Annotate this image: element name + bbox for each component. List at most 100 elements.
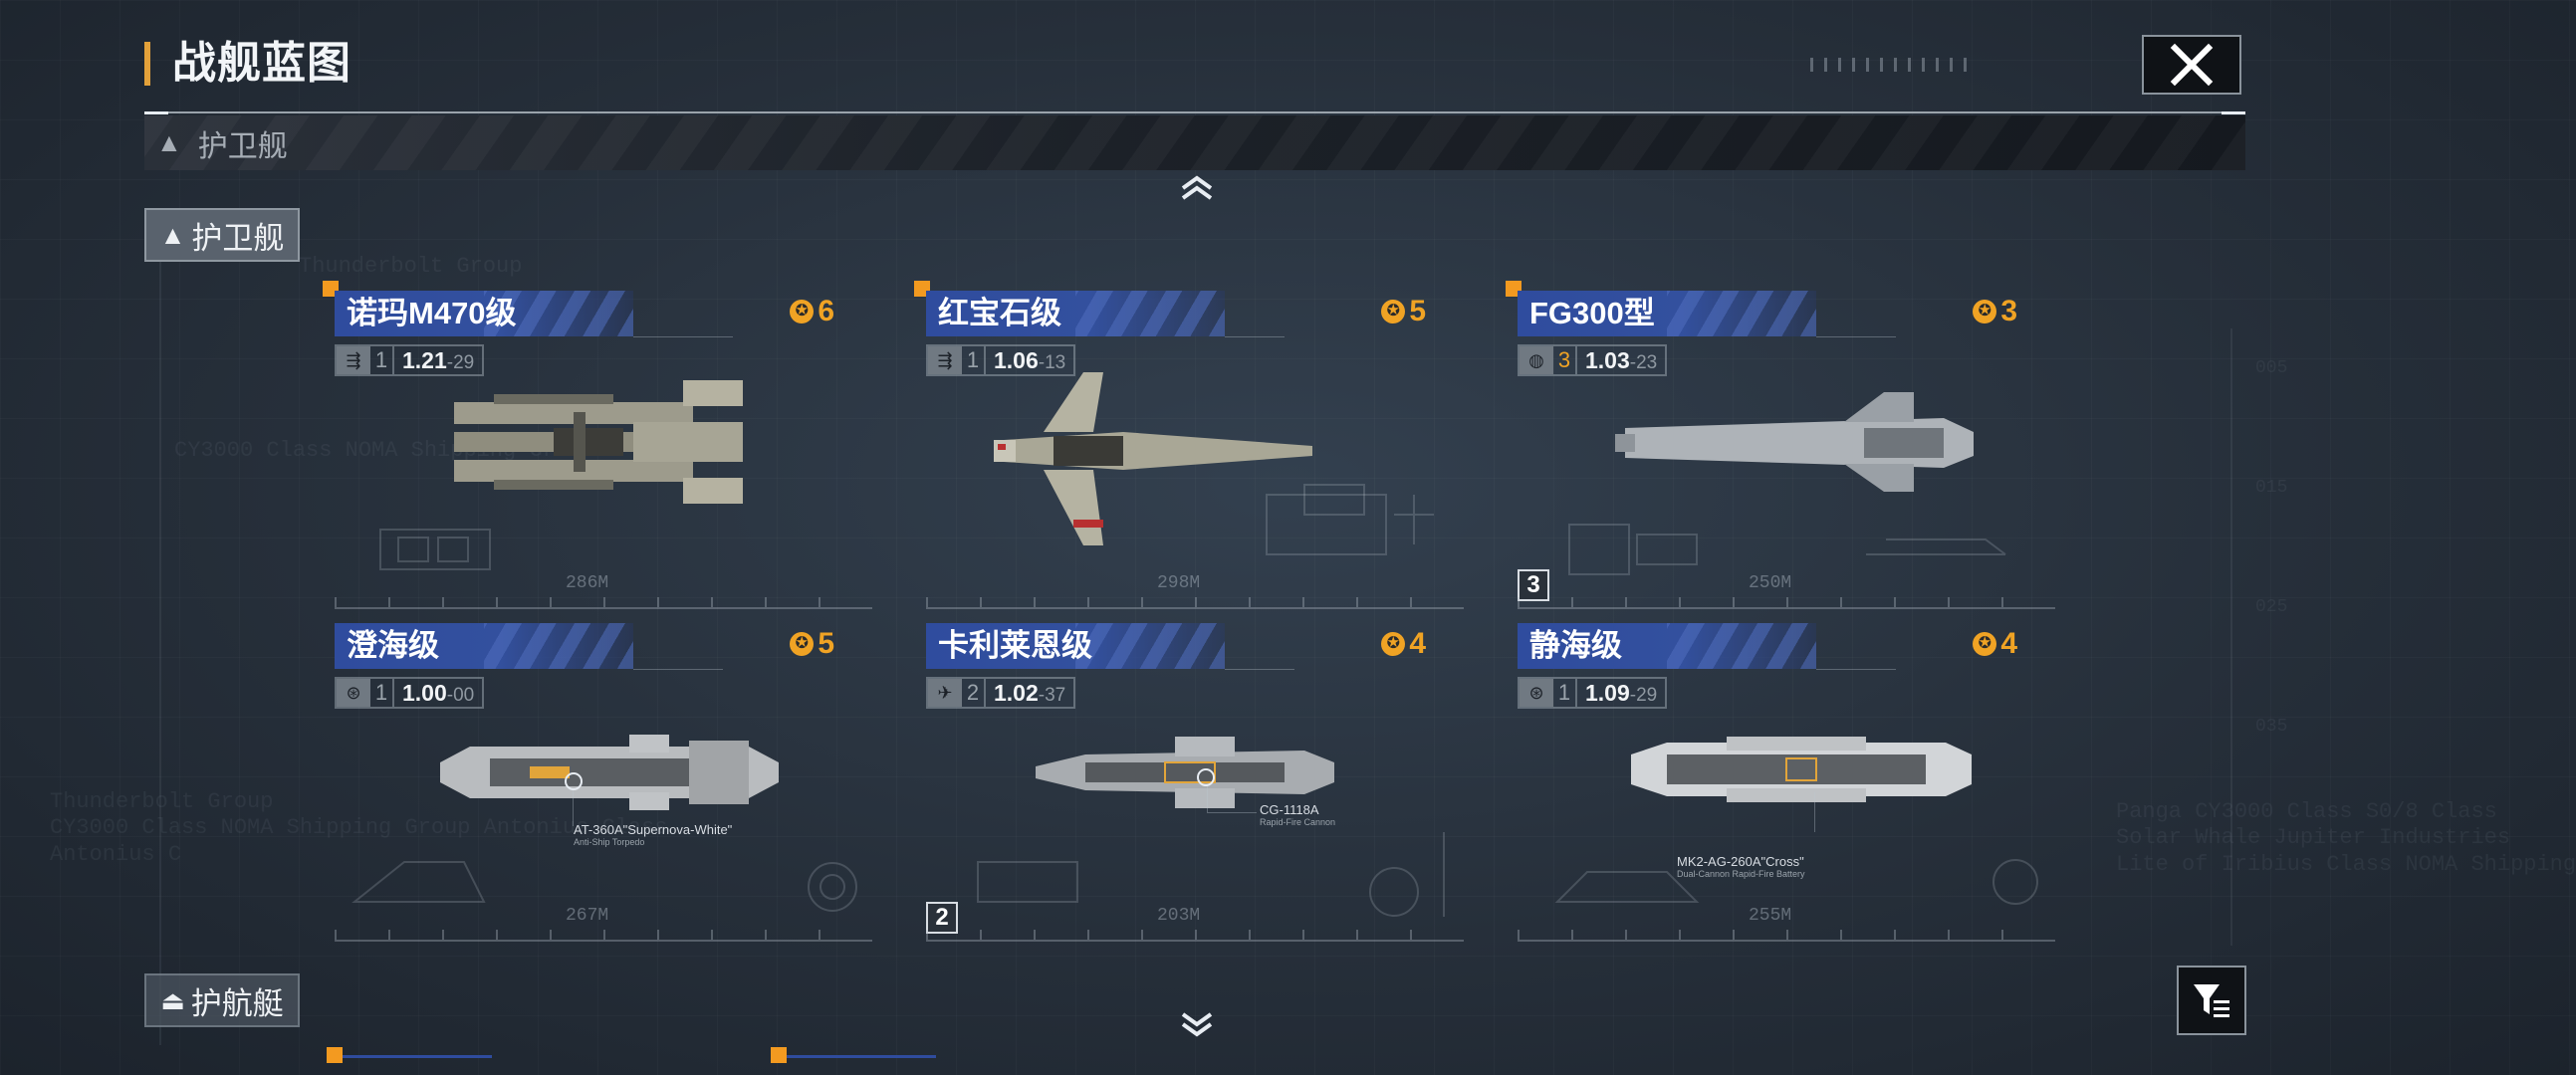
- side-tab-label: 护卫舰: [191, 220, 285, 256]
- background-scale-label: 035: [2255, 717, 2288, 737]
- command-points-icon: ✪: [1381, 632, 1406, 656]
- ship-card[interactable]: 澄海级 ✪5 ⊛ 1 1.00-00 AT-360A"Supernova-Whi…: [335, 623, 872, 942]
- command-points-icon: ✪: [1973, 632, 1997, 656]
- ship-length: 255M: [1749, 906, 1792, 926]
- aircraft-icon: ✈: [928, 679, 962, 707]
- side-tab-frigate[interactable]: ▲ 护卫舰: [144, 208, 300, 262]
- command-points-icon: ✪: [790, 300, 815, 323]
- ship-points: ✪5: [790, 627, 834, 661]
- background-text: Thunderbolt Group CY3000 Class NOMA Ship…: [50, 789, 668, 867]
- ship-tier: 1: [1553, 679, 1577, 707]
- ship-name: 静海级: [1529, 628, 1622, 663]
- escort-icon: ⏏: [160, 984, 185, 1015]
- background-scale-label: 015: [2255, 478, 2288, 498]
- ship-count: 3: [1518, 569, 1549, 601]
- leader-line: [1225, 669, 1294, 670]
- ship-name-bar: [787, 1055, 936, 1058]
- weapon-label: MK2-AG-260A"Cross" Dual-Cannon Rapid-Fir…: [1677, 854, 1805, 879]
- ship-card[interactable]: 红宝石级 ✪5 ⇶ 1 1.06-13 298M: [914, 281, 1464, 609]
- ship-name: 红宝石级: [938, 296, 1061, 330]
- weapon-leader-line: [1814, 792, 1815, 832]
- category-banner[interactable]: ▲ 护卫舰: [144, 115, 2245, 170]
- command-points-icon: ✪: [1973, 300, 1997, 323]
- length-ruler: [1518, 922, 2055, 942]
- filter-button[interactable]: [2177, 966, 2246, 1035]
- scroll-down-button[interactable]: [1175, 1007, 1219, 1041]
- ship-image: [454, 380, 743, 504]
- ship-card[interactable]: 诺玛M470级 ✪6 ⇶ 1 1.21-29 286M: [323, 281, 872, 609]
- header-divider-corner: [144, 111, 168, 114]
- background-text: Thunderbolt Group: [299, 254, 523, 279]
- ship-name-bar: [926, 623, 1225, 669]
- ship-length: 250M: [1749, 573, 1792, 593]
- ship-tier: 1: [962, 346, 986, 374]
- ship-length: 203M: [1157, 906, 1201, 926]
- length-ruler: [926, 922, 1464, 942]
- length-ruler: [335, 589, 872, 609]
- ship-image: [440, 735, 779, 810]
- side-tab-label: 护航艇: [190, 985, 284, 1021]
- side-tab-escort[interactable]: ⏏ 护航艇: [144, 973, 300, 1027]
- scroll-up-button[interactable]: [1175, 171, 1219, 205]
- length-ruler: [335, 922, 872, 942]
- blueprint-sketch: [351, 861, 857, 912]
- category-banner-label: 护卫舰: [197, 129, 288, 163]
- chevron-down-icon: [1181, 1012, 1213, 1037]
- railgun-icon: ⇶: [928, 346, 962, 374]
- ship-tier: 2: [962, 679, 986, 707]
- ship-version: 1.00-00: [402, 680, 475, 706]
- missile-icon: ⊛: [1520, 679, 1553, 707]
- ship-name: 卡利莱恩级: [938, 628, 1092, 663]
- leader-line: [633, 336, 733, 337]
- ship-name-bar: [335, 291, 633, 336]
- ship-points: ✪4: [1381, 627, 1426, 661]
- triangle-icon: ▲: [159, 219, 186, 250]
- weapon-label: CG-1118A Rapid-Fire Cannon: [1260, 802, 1336, 827]
- ship-version: 1.06-13: [994, 347, 1066, 373]
- ship-tier: 3: [1553, 346, 1577, 374]
- ship-length: 298M: [1157, 573, 1201, 593]
- weapon-leader-line: [1207, 786, 1208, 812]
- ship-name: 诺玛M470级: [347, 296, 517, 330]
- background-text: Panga CY3000 Class S0/8 Class Solar Whal…: [2116, 799, 2576, 877]
- length-ruler: [1518, 589, 2055, 609]
- ship-card[interactable]: FG300型 ✪3 ◍ 3 1.03-23 3 250M: [1506, 281, 2055, 609]
- ship-length: 267M: [566, 906, 609, 926]
- missile-icon: ⊛: [337, 679, 370, 707]
- blueprint-sketch: [1266, 484, 1434, 555]
- ship-name-bar: [1518, 623, 1816, 669]
- weapon-label: AT-360A"Supernova-White" Anti-Ship Torpe…: [574, 822, 733, 847]
- length-ruler: [926, 589, 1464, 609]
- ship-stats: ⇶ 1 1.21-29: [335, 344, 485, 376]
- page-title: 战舰蓝图: [144, 42, 351, 86]
- ship-points: ✪6: [790, 295, 834, 328]
- blueprint-sketch: [1568, 524, 2006, 575]
- ship-card[interactable]: 静海级 ✪4 ⊛ 1 1.09-29 MK2-AG-260A"Cross" Du…: [1518, 623, 2055, 942]
- ship-length: 286M: [566, 573, 609, 593]
- ship-name: FG300型: [1529, 296, 1655, 330]
- new-marker: [771, 1047, 787, 1063]
- header-divider-corner: [2222, 111, 2245, 114]
- ship-image: [1036, 737, 1334, 808]
- ship-name-bar: [926, 291, 1225, 336]
- ship-stats: ⊛ 1 1.09-29: [1518, 677, 1668, 709]
- weapon-leader-line: [573, 790, 574, 826]
- background-scale-label: 005: [2255, 358, 2288, 378]
- ship-count: 2: [926, 902, 958, 934]
- ship-version: 1.03-23: [1585, 347, 1658, 373]
- chevron-up-icon: [1181, 175, 1213, 200]
- ship-points: ✪4: [1973, 627, 2017, 661]
- leader-line: [633, 669, 723, 670]
- close-button[interactable]: [2142, 35, 2241, 95]
- blueprint-sketch: [977, 832, 1445, 917]
- triangle-icon: ▲: [156, 127, 182, 157]
- ship-image: [994, 372, 1312, 545]
- close-icon: [2170, 43, 2214, 87]
- filter-icon: [2194, 984, 2229, 1017]
- ship-stats: ✈ 2 1.02-37: [926, 677, 1076, 709]
- ship-card[interactable]: 卡利莱恩级 ✪4 ✈ 2 1.02-37 CG-1118A Rapid-Fire…: [926, 623, 1464, 942]
- new-marker: [327, 1047, 343, 1063]
- ship-image: [1631, 737, 1972, 802]
- ship-name-bar: [1518, 291, 1816, 336]
- railgun-icon: ⇶: [337, 346, 370, 374]
